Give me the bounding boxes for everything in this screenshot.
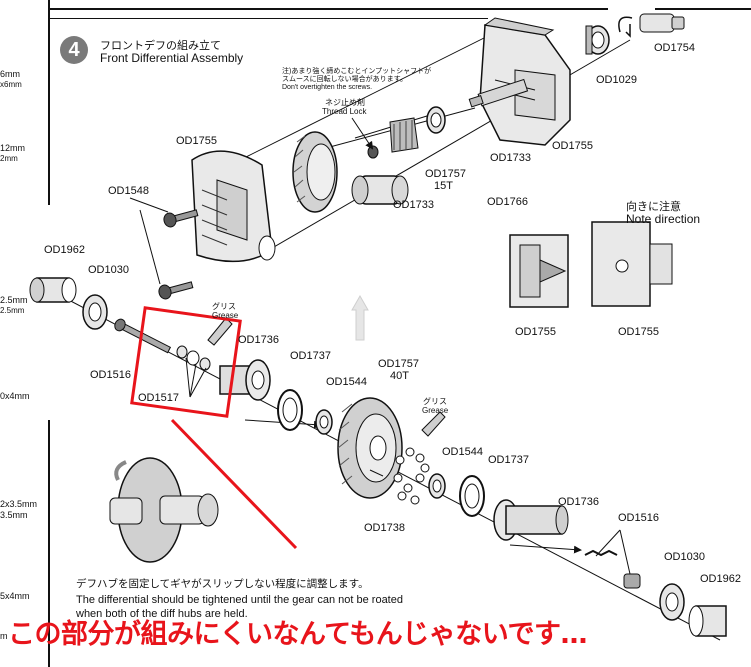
part-label-od1548: OD1548 [108,185,149,197]
od1548-screw-lower [158,281,194,300]
od1738-balls [393,447,430,505]
od1755-housing-left [191,150,276,263]
od1516-screw-left [114,318,172,354]
od1544-bearing-left [315,409,333,435]
part-label-od1733-top: OD1733 [490,152,531,164]
od1736-hub-left [219,359,271,401]
note-direction-housing-right [591,221,673,307]
grease-nozzle-2 [421,411,446,437]
margin-label: 2x3.5mm [0,499,38,509]
margin-label: m [0,631,8,641]
part-label-od1029: OD1029 [596,74,637,86]
part-label-od1738: OD1738 [364,522,405,534]
margin-label: 3.5mm [0,510,28,520]
od1517-parts [176,345,211,371]
part-label-od1757-top-sub: 15T [434,180,453,192]
od1755-housing-top [479,17,571,146]
part-label-od1030-left: OD1030 [88,264,129,276]
step-title-english: Front Differential Assembly [100,51,244,65]
overtighten-note-ja-1: 注)あまり強く締めこむとインプットシャフトが [282,68,432,75]
part-label-od1962-right: OD1962 [700,573,741,585]
part-label-od1030-right: OD1030 [664,551,705,563]
od1757-pinion [389,117,419,153]
thread-lock-ja: ネジ止め剤 [325,98,365,107]
od1962-cup-left [29,277,77,303]
part-label-od1737-right: OD1737 [488,454,529,466]
od1736-hub-right [493,499,569,541]
assembly-axis-line [209,24,511,176]
part-label-od1757-mid: OD1757 [378,358,419,370]
overtighten-note-ja-2: スムースに回転しない場合があります。 [282,76,407,83]
annotation-banner: この部分が組みにくいなんてもんじゃないです… [8,619,587,650]
part-label-od1516-right: OD1516 [618,512,659,524]
part-label-od1755-note-b: OD1755 [618,326,659,338]
margin-label: 2.5mm [0,295,28,305]
top-border-line-horizontal [48,8,608,10]
part-label-od1754: OD1754 [654,42,695,54]
margin-label: 12mm [0,143,26,153]
part-label-od1962-left: OD1962 [44,244,85,256]
part-label-od1737-left: OD1737 [290,350,331,362]
od1544-bearing-right [428,473,446,499]
note-direction-ja: 向きに注意 [626,200,681,213]
od1737-gasket-left [277,389,303,431]
set-screw [367,145,379,159]
margin-label: 2.5mm [0,306,25,315]
od1516-parts-right [584,549,641,589]
part-label-od1757-top: OD1757 [425,168,466,180]
od1030-bearing-left [82,294,108,330]
top-border-line-right [655,8,751,10]
part-label-od1544-left: OD1544 [326,376,367,388]
part-label-od1757-mid-sub: 40T [390,370,409,382]
grease-label-ja-2: グリス [423,397,447,406]
inner-border-left [48,18,50,203]
od1766-bearing [426,106,446,134]
od1548-screw-upper [163,209,199,228]
part-label-od1517: OD1517 [138,392,179,404]
caption-english-2: when both of the diff hubs are held. [76,608,248,620]
note-direction-housing-left [509,234,569,308]
od1737-gasket-right [459,475,485,517]
part-label-od1516-left: OD1516 [90,369,131,381]
od1757-ring-gear [337,397,403,499]
od1030-bearing-right [659,583,685,621]
margin-label: 2mm [0,154,18,163]
part-label-od1755-left: OD1755 [176,135,217,147]
caption-english-1: The differential should be tightened unt… [76,594,403,606]
overtighten-note-en: Don't overtighten the screws. [282,84,373,91]
step-title-japanese: フロントデフの組み立て [100,39,221,52]
part-label-od1755-top: OD1755 [552,140,593,152]
od1962-cup-right [688,605,727,637]
part-label-od1766: OD1766 [487,196,528,208]
ring-gear-upper [292,131,338,213]
margin-label: 0x4mm [0,391,30,401]
left-border-line-lower [48,420,50,667]
inset-diff-assembly [109,457,219,563]
od1029-bearing [585,25,610,55]
inner-border-top [48,18,488,19]
highlight-box [130,306,242,418]
grease-label-en-2: Grease [422,406,449,415]
step-number-badge: 4 [60,36,88,64]
part-label-od1733-mid: OD1733 [393,199,434,211]
margin-label: 5x4mm [0,591,30,601]
thread-lock-en: Thread Lock [322,107,367,116]
part-label-od1544-right: OD1544 [442,446,483,458]
grease-nozzle [207,317,233,346]
od1733-cup-mid [351,175,409,205]
grease-label-en-1: Grease [212,311,239,320]
part-label-od1736-left: OD1736 [238,334,279,346]
margin-label: x6mm [0,80,22,89]
note-direction-en: Note direction [626,212,701,226]
part-label-od1755-note-a: OD1755 [515,326,556,338]
grease-label-ja-1: グリス [212,302,236,311]
margin-label: 6mm [0,69,20,79]
od1754-part [618,13,685,38]
part-label-od1736-right: OD1736 [558,496,599,508]
od1733-shaft-top [468,78,529,108]
caption-japanese: デフハブを固定してギヤがスリップしない程度に調整します。 [76,578,369,590]
highlight-pointer-line [170,418,298,550]
